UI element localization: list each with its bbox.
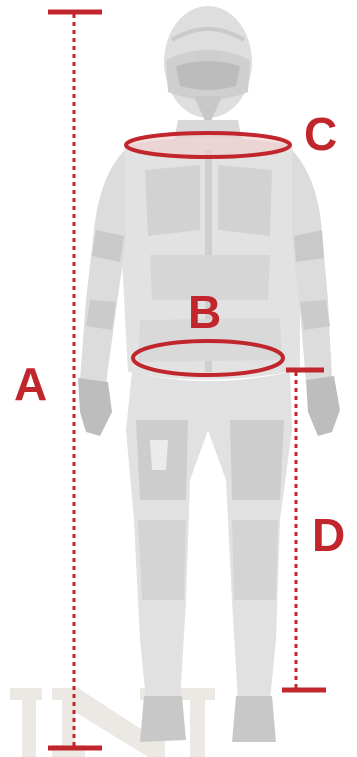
left-glove	[78, 378, 112, 436]
label-inseam: D	[312, 509, 345, 561]
right-glove	[306, 376, 340, 436]
chest-measurement	[126, 133, 290, 157]
label-height: A	[14, 358, 47, 410]
left-boot	[140, 696, 186, 742]
left-arm	[80, 150, 126, 384]
label-chest: C	[304, 108, 337, 160]
label-waist: B	[188, 286, 221, 338]
right-boot	[232, 696, 276, 742]
helmet	[164, 6, 252, 128]
